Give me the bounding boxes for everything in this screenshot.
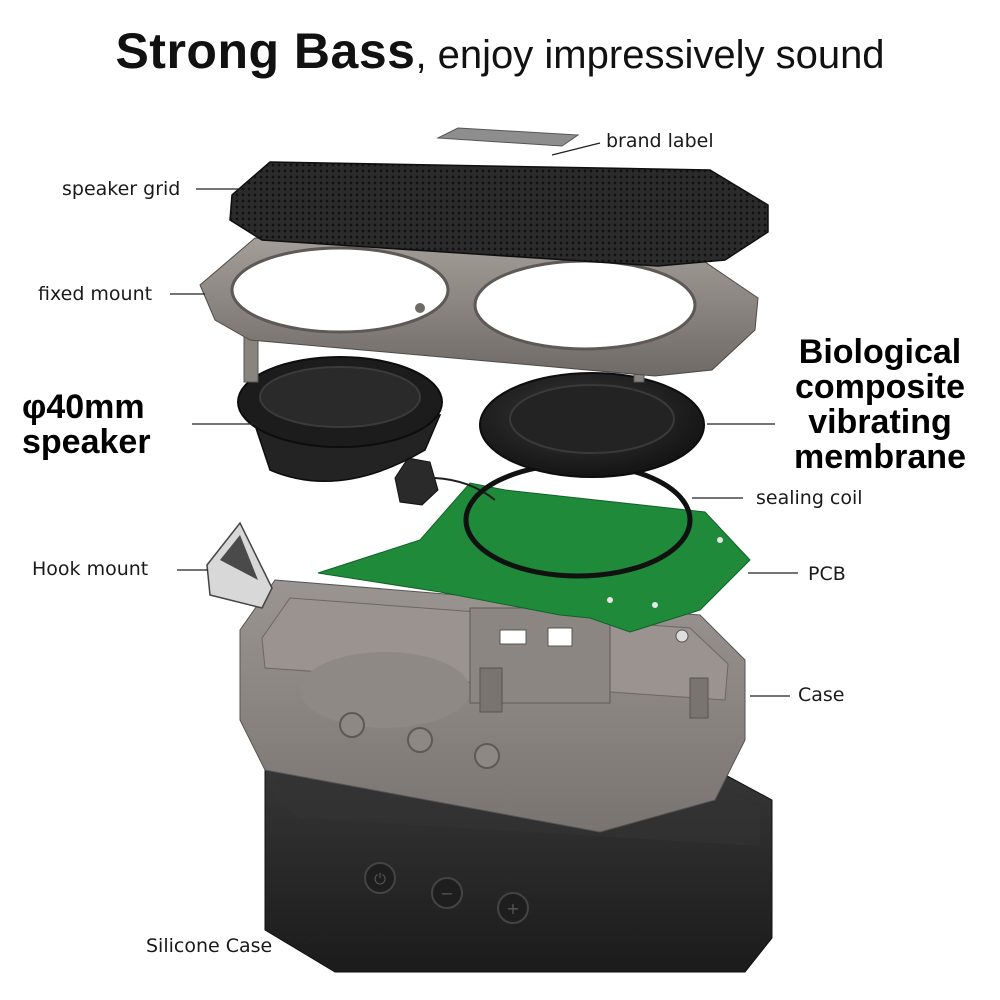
label-brand-label: brand label bbox=[606, 130, 714, 152]
label-speaker: φ40mm speaker bbox=[22, 390, 151, 460]
headline-rest: , enjoy impressively sound bbox=[415, 33, 885, 77]
label-membrane-line3: vibrating bbox=[808, 403, 952, 441]
leader-brand-label bbox=[551, 142, 601, 156]
label-membrane: Biological composite vibrating membrane bbox=[784, 335, 976, 475]
cable-plug bbox=[394, 457, 496, 506]
speaker-grid bbox=[229, 161, 769, 267]
label-membrane-line4: membrane bbox=[794, 438, 966, 476]
label-speaker-line2: speaker bbox=[22, 423, 151, 461]
svg-text:⏻: ⏻ bbox=[374, 870, 386, 888]
headline-strong: Strong Bass bbox=[115, 23, 416, 79]
speaker-driver bbox=[237, 356, 443, 482]
fixed-mount bbox=[199, 237, 759, 383]
label-membrane-line1: Biological bbox=[798, 333, 962, 371]
label-speaker-grid: speaker grid bbox=[62, 178, 181, 200]
svg-text:+: + bbox=[506, 899, 519, 918]
svg-text:−: − bbox=[440, 884, 453, 903]
label-fixed-mount: fixed mount bbox=[38, 283, 153, 305]
label-sealing-coil: sealing coil bbox=[756, 487, 863, 509]
label-membrane-line2: composite bbox=[794, 368, 966, 406]
leader-lines bbox=[170, 142, 798, 946]
label-hook-mount: Hook mount bbox=[32, 558, 149, 580]
brand-label-plate bbox=[436, 127, 580, 147]
label-speaker-line1: φ40mm bbox=[22, 388, 145, 426]
vibrating-membrane bbox=[479, 372, 705, 478]
headline: Strong Bass, enjoy impressively sound bbox=[0, 22, 1000, 80]
leader-silicone-case bbox=[299, 921, 353, 946]
label-silicone-case: Silicone Case bbox=[146, 935, 273, 957]
hook-mount bbox=[206, 521, 273, 609]
case bbox=[239, 579, 746, 833]
label-pcb: PCB bbox=[808, 563, 846, 585]
label-case: Case bbox=[798, 684, 845, 706]
pcb bbox=[317, 482, 751, 633]
